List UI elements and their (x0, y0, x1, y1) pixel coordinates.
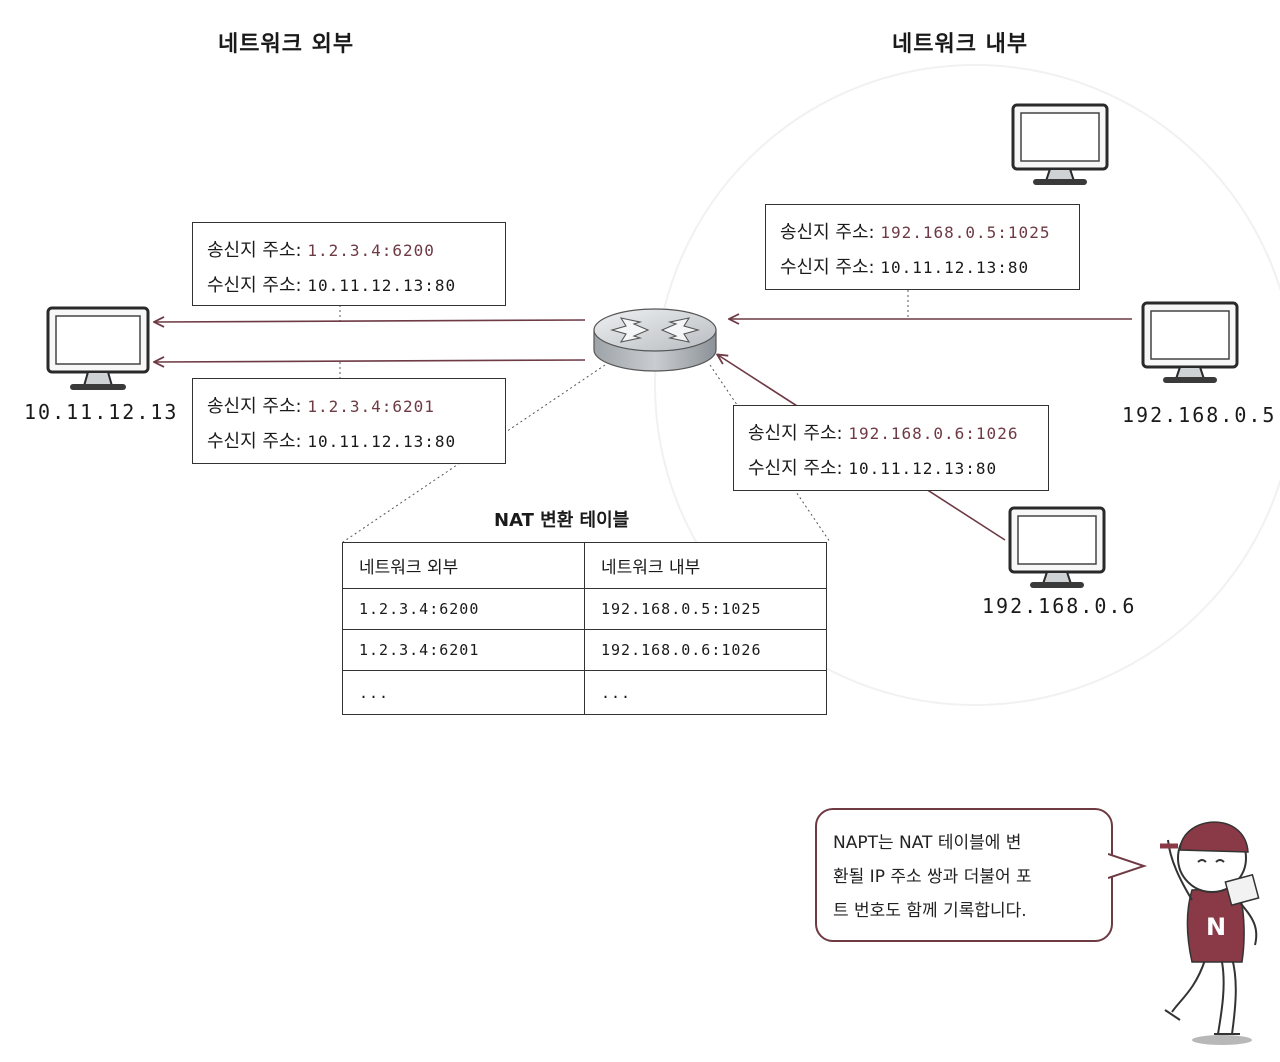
nat-column-outside: 네트워크 외부 (342, 542, 585, 589)
nat-cell-outside: 1.2.3.4:6201 (342, 629, 585, 671)
source-address-value: 192.168.0.5:1025 (880, 223, 1051, 242)
computer-monitor-icon (1141, 301, 1239, 383)
nat-cell-outside: 1.2.3.4:6200 (342, 588, 585, 630)
destination-address-value: 10.11.12.13:80 (307, 276, 457, 295)
speech-line: 트 번호도 함께 기록합니다. (833, 901, 1027, 921)
destination-address-value: 10.11.12.13:80 (307, 432, 457, 451)
speech-line: 환될 IP 주소 쌍과 더불어 포 (833, 867, 1032, 887)
table-row: 1.2.3.4:6200 192.168.0.5:1025 (342, 588, 827, 630)
computer-monitor-icon (1008, 506, 1106, 588)
speech-line: NAPT는 NAT 테이블에 변 (833, 833, 1022, 853)
destination-address-value: 10.11.12.13:80 (848, 459, 998, 478)
nat-column-inside: 네트워크 내부 (584, 542, 827, 589)
arrow-to-external-2 (155, 360, 586, 362)
source-address-label: 송신지 주소: (748, 423, 843, 444)
table-row: 1.2.3.4:6201 192.168.0.6:1026 (342, 629, 827, 671)
source-address-value: 1.2.3.4:6200 (307, 241, 435, 260)
source-address-label: 송신지 주소: (207, 240, 302, 261)
destination-address-label: 수신지 주소: (780, 257, 875, 278)
nat-table-title: NAT 변환 테이블 (494, 510, 630, 531)
heading-network-outside: 네트워크 외부 (218, 32, 355, 57)
source-address-label: 송신지 주소: (780, 222, 875, 243)
arrow-to-external-1 (155, 320, 586, 322)
host-label-internal-a: 192.168.0.5 (1122, 403, 1277, 427)
source-address-value: 192.168.0.6:1026 (848, 424, 1019, 443)
computer-monitor-icon (46, 306, 150, 390)
speech-bubble: NAPT는 NAT 테이블에 변 환될 IP 주소 쌍과 더불어 포 트 번호도… (815, 808, 1113, 942)
heading-network-inside: 네트워크 내부 (892, 32, 1029, 57)
table-row: ... ... (342, 670, 827, 715)
nat-cell-outside: ... (342, 670, 585, 715)
svg-text:N: N (1206, 913, 1226, 941)
packet-box-internal-a: 송신지 주소: 192.168.0.5:1025 수신지 주소: 10.11.1… (765, 204, 1080, 290)
packet-box-internal-b: 송신지 주소: 192.168.0.6:1026 수신지 주소: 10.11.1… (733, 405, 1049, 491)
destination-address-label: 수신지 주소: (748, 458, 843, 479)
host-label-external: 10.11.12.13 (24, 400, 179, 424)
packet-box-outgoing-1: 송신지 주소: 1.2.3.4:6200 수신지 주소: 10.11.12.13… (192, 222, 506, 306)
mascot-character: N (1160, 821, 1260, 1045)
router-icon (593, 308, 717, 372)
nat-cell-inside: 192.168.0.6:1026 (584, 629, 827, 671)
source-address-label: 송신지 주소: (207, 396, 302, 417)
host-label-internal-b: 192.168.0.6 (982, 594, 1137, 618)
nat-cell-inside: 192.168.0.5:1025 (584, 588, 827, 630)
packet-box-outgoing-2: 송신지 주소: 1.2.3.4:6201 수신지 주소: 10.11.12.13… (192, 378, 506, 464)
destination-address-value: 10.11.12.13:80 (880, 258, 1030, 277)
nat-table: 네트워크 외부 네트워크 내부 1.2.3.4:6200 192.168.0.5… (342, 542, 827, 715)
nat-cell-inside: ... (584, 670, 827, 715)
internal-network-area (654, 64, 1280, 706)
destination-address-label: 수신지 주소: (207, 275, 302, 296)
source-address-value: 1.2.3.4:6201 (307, 397, 435, 416)
nat-table-header-row: 네트워크 외부 네트워크 내부 (342, 542, 827, 589)
speech-bubble-tail (1108, 853, 1148, 879)
computer-monitor-icon (1011, 103, 1109, 185)
destination-address-label: 수신지 주소: (207, 431, 302, 452)
